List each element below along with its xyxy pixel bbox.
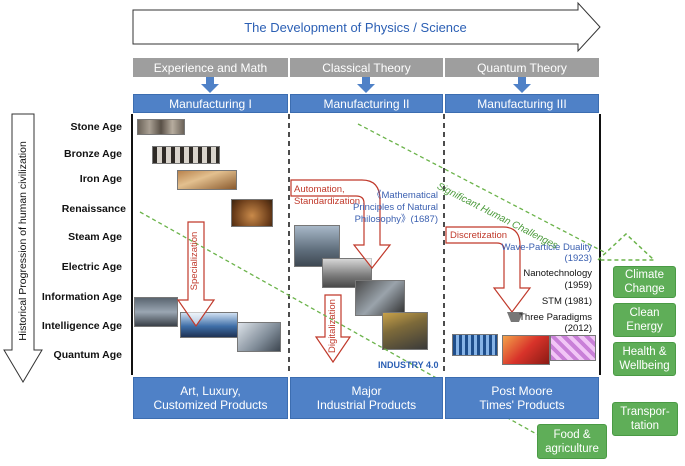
red-structure-photo — [502, 335, 550, 365]
iron-swords-photo — [177, 170, 237, 190]
products-manufacturing-3: Post Moore Times' Products — [445, 377, 599, 419]
left-progress-arrow — [3, 113, 43, 383]
manufacturing-2: Manufacturing II — [290, 94, 443, 113]
robot-assembly-photo — [382, 312, 428, 350]
newton-line-3: Philosophy》(1687) — [354, 214, 438, 225]
wave-particle-line-2: (1923) — [564, 253, 592, 264]
chip-photo — [452, 334, 498, 356]
challenge-climate-line-1: Climate — [625, 269, 664, 281]
machinery-photo — [355, 280, 405, 316]
three-paradigms-line-1: Three Paradigms — [519, 312, 592, 323]
products-manufacturing-2: Major Industrial Products — [290, 377, 443, 419]
main-title: The Development of Physics / Science — [244, 19, 467, 35]
challenge-clean-energy: Clean Energy — [613, 303, 676, 337]
products-manufacturing-1: Art, Luxury, Customized Products — [133, 377, 288, 419]
challenge-food-line-2: agriculture — [545, 442, 599, 455]
standardization-label: Standardization — [294, 196, 361, 207]
products-2-line-1: Major — [351, 384, 382, 398]
stm-label: STM (1981) — [541, 296, 592, 307]
age-stone: Stone Age — [70, 121, 122, 133]
products-1-line-1: Art, Luxury, — [180, 384, 241, 398]
renaissance-machine-photo — [231, 199, 273, 227]
nanotech-line-1: Nanotechnology — [523, 268, 592, 279]
products-3-line-1: Post Moore — [491, 384, 553, 398]
challenge-health-line-2: Wellbeing — [619, 360, 670, 372]
challenge-energy-line-2: Energy — [626, 321, 663, 333]
age-steam: Steam Age — [68, 231, 122, 243]
robot-hand-photo — [237, 322, 281, 352]
manufacturing-1: Manufacturing I — [133, 94, 288, 113]
age-quantum: Quantum Age — [53, 349, 122, 361]
bronze-tools-photo — [152, 146, 220, 164]
products-3-line-2: Times' Products — [479, 398, 565, 412]
challenge-food-agriculture: Food & agriculture — [537, 424, 607, 459]
nanotech-line-2: (1959) — [564, 280, 592, 291]
products-2-line-2: Industrial Products — [316, 398, 417, 412]
digitalization-label: Digitalization — [327, 299, 338, 353]
discretization-label: Discretization — [450, 230, 508, 241]
three-paradigms-line-2: (2012) — [564, 323, 592, 334]
manufacturing-3: Manufacturing III — [445, 94, 599, 113]
challenge-energy-line-1: Clean — [629, 307, 660, 319]
age-electric: Electric Age — [61, 261, 122, 273]
automation-label: Automation, — [294, 184, 345, 195]
newton-line-1: 《Mathematical — [372, 190, 438, 201]
theory-experience-math: Experience and Math — [133, 58, 288, 77]
newton-line-2: Principles of Natural — [352, 202, 438, 213]
challenge-transportation: Transpor- tation — [612, 402, 678, 436]
specialization-label: Specialization — [189, 231, 200, 291]
computers-photo — [134, 297, 178, 327]
challenge-health-wellbeing: Health & Wellbeing — [613, 342, 676, 376]
age-renaissance: Renaissance — [61, 203, 126, 215]
industry-4-label: INDUSTRY 4.0 — [378, 360, 439, 370]
challenge-health-line-1: Health & — [622, 346, 667, 358]
wave-particle-line-1: Wave-Particle Duality — [501, 242, 592, 253]
age-information: Information Age — [41, 291, 122, 303]
challenge-transport-line-1: Transpor- — [620, 406, 670, 418]
age-bronze: Bronze Age — [64, 148, 122, 160]
theory-classical: Classical Theory — [290, 58, 443, 77]
stone-tools-photo — [137, 119, 185, 135]
products-1-line-2: Customized Products — [153, 398, 268, 412]
down-arrows — [201, 77, 531, 93]
age-iron: Iron Age — [79, 173, 122, 185]
challenge-climate-change: Climate Change — [613, 266, 676, 298]
challenge-transport-line-2: tation — [630, 420, 660, 432]
challenge-food-line-1: Food & — [553, 428, 591, 441]
age-intelligence: Intelligence Age — [41, 320, 122, 332]
top-arrow — [132, 1, 601, 53]
pink-structure-photo — [550, 335, 596, 361]
challenge-climate-line-2: Change — [624, 283, 665, 295]
theory-quantum: Quantum Theory — [445, 58, 599, 77]
